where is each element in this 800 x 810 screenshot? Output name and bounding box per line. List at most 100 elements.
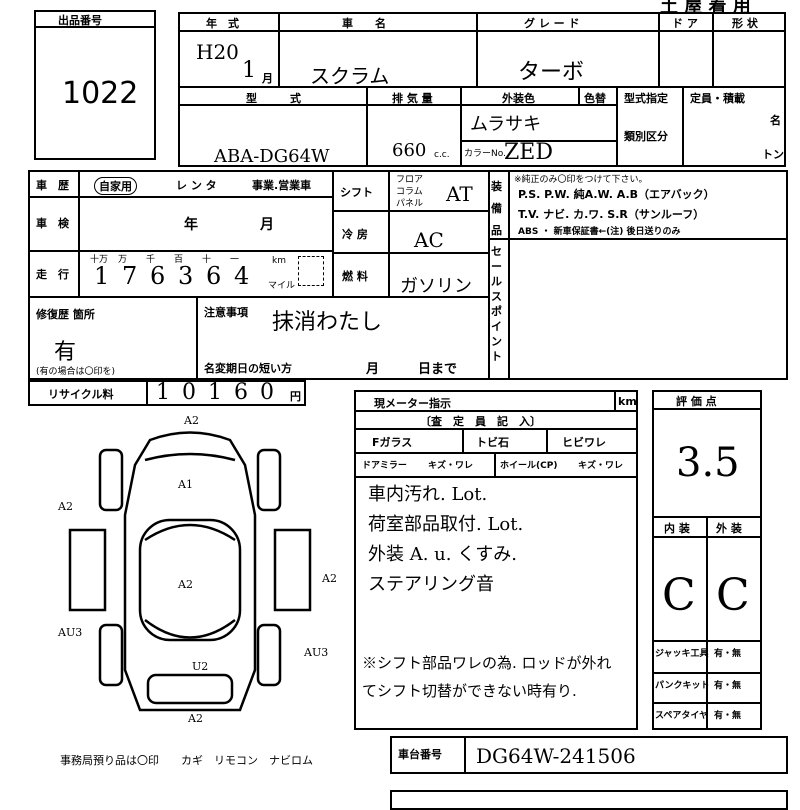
glass-crack-label: ヒビワレ [562, 436, 606, 449]
inspection-month-unit: 月 [260, 217, 274, 233]
mileage-unit-label: 千 [146, 255, 156, 265]
doors-label: ド ア [672, 17, 698, 30]
year-month: 1 [242, 58, 256, 83]
displacement-label: 排 気 量 [392, 92, 433, 105]
fuel-value: ガソリン [400, 276, 472, 297]
chassis-label: 車台番号 [398, 748, 442, 761]
color-code-label: カラーNo. [464, 149, 506, 159]
lot-label: 出品番号 [58, 14, 102, 27]
history-opt-business: 事業.営業車 [252, 179, 312, 192]
year-month-unit: 月 [262, 72, 273, 85]
year-label: 年 式 [206, 17, 239, 30]
mile-checkbox[interactable] [298, 256, 324, 286]
year-era: H20 [196, 40, 239, 64]
damage-mark: A2 [188, 712, 203, 725]
mileage-km: km [272, 256, 286, 266]
mileage-digit: 3 [178, 262, 194, 290]
ac-value: AC [414, 228, 444, 252]
mileage-digit: 6 [206, 262, 222, 290]
office-items: 事務局預り品は〇印 カギ リモコン ナビロム [60, 754, 313, 767]
equipment-row1: P.S. P.W. 純A.W. A.B（エアバック） [518, 188, 715, 201]
damage-mark: AU3 [304, 646, 329, 659]
mileage-digit: 6 [150, 262, 166, 290]
mirror-label: ドアミラー [362, 461, 407, 471]
tool-value: 有・無 [714, 711, 742, 721]
displacement-unit: c.c. [434, 150, 450, 160]
caution-label: 注意事項 [204, 306, 248, 319]
equipment-note: ※純正のみ〇印をつけて下さい。 [514, 175, 648, 185]
name-change-day: 日まで [418, 362, 458, 377]
sale-point-label: セールスポイント [491, 245, 502, 363]
grade-eval-value: 3.5 [676, 440, 740, 486]
mileage-digit: 7 [122, 262, 138, 290]
f-glass-label: Fガラス [372, 436, 413, 449]
mirror-state: キズ・ワレ [428, 461, 474, 471]
grade-value: ターボ [518, 60, 585, 85]
color-label: 外装色 [502, 92, 535, 105]
lot-box [34, 10, 156, 160]
condition-block [28, 170, 788, 380]
shift-label: シフト [340, 186, 373, 199]
model-label: 型 式 [246, 92, 301, 105]
recycle-unit: 円 [290, 390, 301, 403]
color-value: ムラサキ [470, 114, 542, 135]
capacity-unit2: トン [762, 148, 784, 161]
interior-label: 内 装 [664, 522, 690, 535]
grade-eval-label: 評 価 点 [676, 395, 717, 408]
fuel-label: 燃 料 [342, 270, 368, 283]
repair-note: (有の場合は〇印を) [36, 367, 116, 377]
wheel-state: キズ・ワレ [578, 461, 624, 471]
car-name: スクラム [310, 64, 390, 88]
history-opt-rental: レ ン タ [176, 179, 217, 192]
mileage-mile: マイル [268, 281, 296, 291]
mileage-unit-label: 十万 [90, 255, 109, 265]
body-type-label: 形 状 [732, 17, 758, 30]
inspection-label: 車 検 [36, 217, 69, 230]
remark-line: 外装 A. u. くすみ. [368, 544, 517, 565]
meter-unit: km [618, 395, 637, 408]
bottom-box [390, 790, 788, 810]
shift-value: AT [446, 182, 473, 206]
remark-line: 荷室部品取付. Lot. [368, 514, 524, 535]
history-label: 車 歴 [36, 179, 69, 192]
shift-opt-panel: パネル [396, 199, 424, 209]
ac-label: 冷 房 [342, 228, 368, 241]
lot-number: 1022 [62, 76, 139, 111]
car-name-label: 車 名 [342, 17, 386, 30]
recycle-label: リサイクル料 [48, 388, 114, 401]
inspector-label: 〔査 定 員 記 入〕 [420, 415, 541, 428]
tool-label: パンクキット [655, 681, 710, 691]
mileage-digit: 1 [94, 262, 110, 290]
inspector-block [354, 390, 638, 730]
damage-mark: U2 [192, 660, 209, 673]
wheel-label: ホイール(CP) [500, 461, 558, 471]
remark-line: ステアリング音 [368, 574, 494, 595]
displacement-value: 660 [392, 140, 427, 161]
exterior-value: C [716, 570, 750, 621]
shift-opt-floor: フロア [396, 175, 424, 185]
equipment-label: 装備品 [491, 180, 502, 237]
damage-mark: A2 [58, 500, 73, 513]
damage-mark: A2 [322, 572, 337, 585]
damage-mark: A2 [178, 578, 193, 591]
grade-label: グ レ ー ド [524, 17, 580, 30]
tool-label: スペアタイヤ [655, 711, 709, 721]
glass-chip-label: トビ石 [476, 436, 509, 449]
name-change-label: 名変期日の短い方 [204, 362, 292, 375]
type-designation-label: 型式指定 [624, 92, 668, 105]
damage-mark: AU3 [58, 626, 83, 639]
capacity-label: 定員・積載 [690, 92, 745, 105]
equipment-row3: ABS ・ 新車保証書←(注) 後日送りのみ [518, 227, 681, 237]
exterior-label: 外 装 [716, 522, 742, 535]
equipment-row2: T.V. ナビ. カ.ワ. S.R（サンルーフ） [518, 208, 705, 221]
history-opt-private: 自家用 [94, 177, 137, 195]
mileage-unit-label: 百 [174, 255, 184, 265]
damage-mark: A2 [184, 414, 199, 427]
mileage-digit: 4 [234, 262, 250, 290]
shift-opt-column: コラム [396, 187, 423, 197]
car-diagram [68, 431, 312, 712]
name-change-month: 月 [366, 362, 380, 377]
model-value: ABA-DG64W [214, 146, 330, 167]
color-replace-label: 色替 [584, 92, 606, 105]
